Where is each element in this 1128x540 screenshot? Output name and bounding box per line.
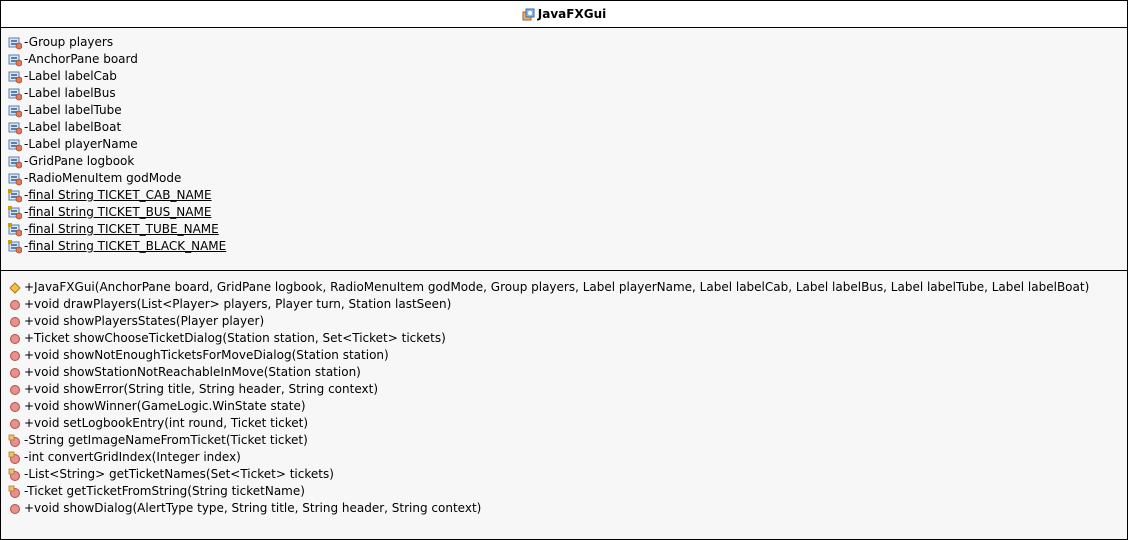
attribute-row[interactable]: -RadioMenuItem godMode	[1, 170, 1127, 187]
private-field-icon	[8, 70, 23, 84]
public-method-icon	[8, 332, 22, 346]
class-header: JavaFXGui	[1, 1, 1127, 28]
operation-text: +void setLogbookEntry(int round, Ticket …	[24, 416, 309, 430]
attribute-row[interactable]: -Label labelBus	[1, 85, 1127, 102]
private-method-icon	[8, 485, 22, 499]
private-static-field-icon	[8, 205, 23, 220]
public-method-icon	[8, 383, 22, 397]
operation-text: +void drawPlayers(List<Player> players, …	[24, 297, 452, 311]
public-method-icon	[8, 417, 22, 431]
operation-row[interactable]: -Ticket getTicketFromString(String ticke…	[1, 483, 1127, 500]
private-static-field-icon	[8, 222, 23, 237]
attribute-text: -final String TICKET_TUBE_NAME	[24, 222, 219, 236]
attribute-row[interactable]: -final String TICKET_TUBE_NAME	[1, 221, 1127, 238]
operation-row[interactable]: -int convertGridIndex(Integer index)	[1, 449, 1127, 466]
public-method-icon	[8, 502, 22, 516]
private-static-field-icon	[8, 239, 23, 254]
attribute-text: -RadioMenuItem godMode	[24, 171, 182, 185]
class-name: JavaFXGui	[537, 7, 607, 21]
operation-row[interactable]: +void drawPlayers(List<Player> players, …	[1, 296, 1127, 313]
private-method-icon	[8, 468, 22, 482]
operation-text: +void showError(String title, String hea…	[24, 382, 378, 396]
attribute-row[interactable]: -final String TICKET_BLACK_NAME	[1, 238, 1127, 255]
operation-text: -String getImageNameFromTicket(Ticket ti…	[24, 433, 308, 447]
attribute-text: -Label labelCab	[24, 69, 117, 83]
attribute-text: -Group players	[24, 35, 114, 49]
operation-text: +void showNotEnoughTicketsForMoveDialog(…	[24, 348, 389, 362]
operation-text: +void showPlayersStates(Player player)	[24, 314, 265, 328]
operation-text: -Ticket getTicketFromString(String ticke…	[24, 484, 305, 498]
operation-row[interactable]: +void showStationNotReachableInMove(Stat…	[1, 364, 1127, 381]
attribute-row[interactable]: -Label labelCab	[1, 68, 1127, 85]
private-field-icon	[8, 155, 23, 169]
constructor-icon	[8, 281, 22, 295]
private-field-icon	[8, 104, 23, 118]
operation-text: -int convertGridIndex(Integer index)	[24, 450, 241, 464]
operation-row[interactable]: +void showDialog(AlertType type, String …	[1, 500, 1127, 517]
attribute-text: -AnchorPane board	[24, 52, 138, 66]
attribute-row[interactable]: -Group players	[1, 34, 1127, 51]
private-method-icon	[8, 451, 22, 465]
class-icon	[522, 8, 535, 21]
operation-row[interactable]: -List<String> getTicketNames(Set<Ticket>…	[1, 466, 1127, 483]
operation-row[interactable]: +void showWinner(GameLogic.WinState stat…	[1, 398, 1127, 415]
attribute-row[interactable]: -Label playerName	[1, 136, 1127, 153]
private-field-icon	[8, 172, 23, 186]
attribute-text: -Label labelTube	[24, 103, 122, 117]
operations-compartment: +JavaFXGui(AnchorPane board, GridPane lo…	[1, 271, 1127, 517]
private-method-icon	[8, 434, 22, 448]
operation-row[interactable]: +void showNotEnoughTicketsForMoveDialog(…	[1, 347, 1127, 364]
operation-row[interactable]: +JavaFXGui(AnchorPane board, GridPane lo…	[1, 279, 1127, 296]
operation-text: +void showWinner(GameLogic.WinState stat…	[24, 399, 306, 413]
attribute-row[interactable]: -final String TICKET_CAB_NAME	[1, 187, 1127, 204]
operation-text: +void showStationNotReachableInMove(Stat…	[24, 365, 361, 379]
operation-text: +void showDialog(AlertType type, String …	[24, 501, 482, 515]
public-method-icon	[8, 366, 22, 380]
operation-text: +Ticket showChooseTicketDialog(Station s…	[24, 331, 446, 345]
attribute-text: -final String TICKET_BUS_NAME	[24, 205, 212, 219]
public-method-icon	[8, 349, 22, 363]
attribute-row[interactable]: -Label labelTube	[1, 102, 1127, 119]
attribute-text: -GridPane logbook	[24, 154, 135, 168]
operation-text: -List<String> getTicketNames(Set<Ticket>…	[24, 467, 334, 481]
attribute-row[interactable]: -GridPane logbook	[1, 153, 1127, 170]
operation-row[interactable]: +Ticket showChooseTicketDialog(Station s…	[1, 330, 1127, 347]
attributes-compartment: -Group players -AnchorPane board -Label la…	[1, 28, 1127, 271]
attribute-text: -final String TICKET_CAB_NAME	[24, 188, 212, 202]
operation-row[interactable]: +void showError(String title, String hea…	[1, 381, 1127, 398]
private-field-icon	[8, 87, 23, 101]
operation-row[interactable]: -String getImageNameFromTicket(Ticket ti…	[1, 432, 1127, 449]
private-field-icon	[8, 121, 23, 135]
private-field-icon	[8, 53, 23, 67]
operation-row[interactable]: +void showPlayersStates(Player player)	[1, 313, 1127, 330]
public-method-icon	[8, 298, 22, 312]
attribute-text: -Label labelBoat	[24, 120, 122, 134]
operation-row[interactable]: +void setLogbookEntry(int round, Ticket …	[1, 415, 1127, 432]
attribute-text: -Label playerName	[24, 137, 138, 151]
attribute-text: -final String TICKET_BLACK_NAME	[24, 239, 227, 253]
attribute-text: -Label labelBus	[24, 86, 116, 100]
attribute-row[interactable]: -Label labelBoat	[1, 119, 1127, 136]
private-field-icon	[8, 36, 23, 50]
private-field-icon	[8, 138, 23, 152]
public-method-icon	[8, 400, 22, 414]
public-method-icon	[8, 315, 22, 329]
private-static-field-icon	[8, 188, 23, 203]
operation-text: +JavaFXGui(AnchorPane board, GridPane lo…	[24, 280, 1090, 294]
attribute-row[interactable]: -final String TICKET_BUS_NAME	[1, 204, 1127, 221]
attribute-row[interactable]: -AnchorPane board	[1, 51, 1127, 68]
